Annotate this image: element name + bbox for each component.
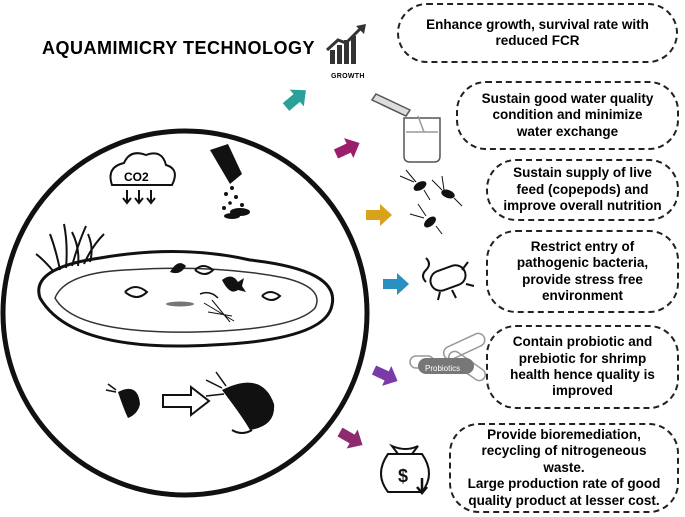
co2-label: CO2 <box>124 170 149 184</box>
pond-circle <box>0 128 370 498</box>
benefit-arrow-4 <box>383 273 409 295</box>
copepod-icon <box>399 169 463 235</box>
small-shrimp-icon <box>105 383 140 418</box>
benefit-arrow-3 <box>366 204 392 226</box>
large-shrimp-icon <box>205 371 275 434</box>
growth-chart-icon <box>325 24 366 64</box>
probiotics-label: Probiotics <box>425 364 461 373</box>
right-arrow-icon <box>162 384 211 418</box>
money-bag-icon: $ <box>380 443 430 495</box>
svg-text:$: $ <box>398 466 408 486</box>
co2-icon <box>109 152 176 205</box>
benefit-arrow-1 <box>282 89 306 111</box>
bacterium-icon <box>422 257 475 301</box>
beaker-icon <box>370 93 441 163</box>
pond-illustration <box>35 223 335 348</box>
benefit-arrow-5 <box>371 365 398 386</box>
feed-bag-icon <box>210 144 250 219</box>
diagram-title: AQUAMIMICRY TECHNOLOGY <box>42 38 316 58</box>
pond-creatures <box>166 263 246 323</box>
probiotics-icon <box>409 332 487 382</box>
benefit-arrow-6 <box>337 427 363 449</box>
grass-icon <box>35 223 105 273</box>
benefit-box-6: Provide bioremediation,recycling of nitr… <box>449 423 679 513</box>
growth-label: GROWTH <box>331 73 365 80</box>
benefit-arrow-2 <box>333 138 360 159</box>
